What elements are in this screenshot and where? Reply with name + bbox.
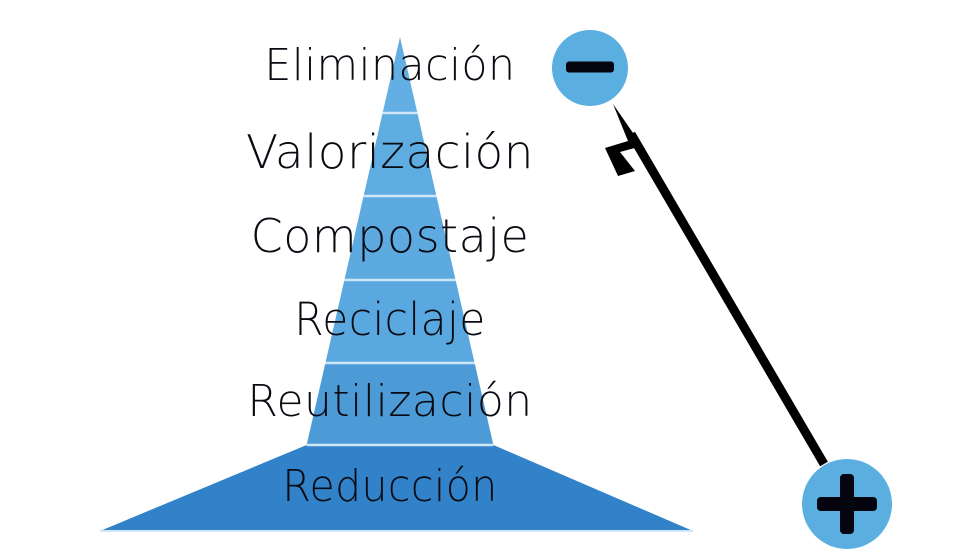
arrow-shaft [627, 131, 828, 467]
pyramid-tier-reutilizacion [306, 363, 494, 445]
tier-label-valorizacion: Valorización [245, 125, 535, 179]
pyramid-tiers [100, 37, 693, 531]
pyramid-tier-reduccion [100, 445, 693, 531]
minus-glyph [566, 61, 614, 73]
tier-label-eliminacion: Eliminación [264, 40, 516, 91]
pyramid-tier-eliminacion [382, 37, 418, 113]
arrow-up-left-icon [605, 104, 828, 467]
tier-label-reduccion: Reducción [282, 461, 498, 512]
pyramid-dividers [100, 111, 693, 532]
minus-circle-icon[interactable] [552, 30, 628, 106]
tier-label-reutilizacion: Reutilización [247, 376, 533, 427]
pyramid-tier-valorizacion [363, 113, 437, 196]
pyramid-tier-compostaje [344, 196, 456, 280]
tier-label-compostaje: Compostaje [250, 209, 530, 263]
pyramid-tier-reciclaje [325, 280, 475, 363]
tier-label-reciclaje: Reciclaje [294, 293, 486, 346]
plus-circle-icon[interactable] [802, 459, 892, 549]
plus-glyph-vertical [840, 474, 854, 534]
arrow-head [605, 104, 642, 176]
